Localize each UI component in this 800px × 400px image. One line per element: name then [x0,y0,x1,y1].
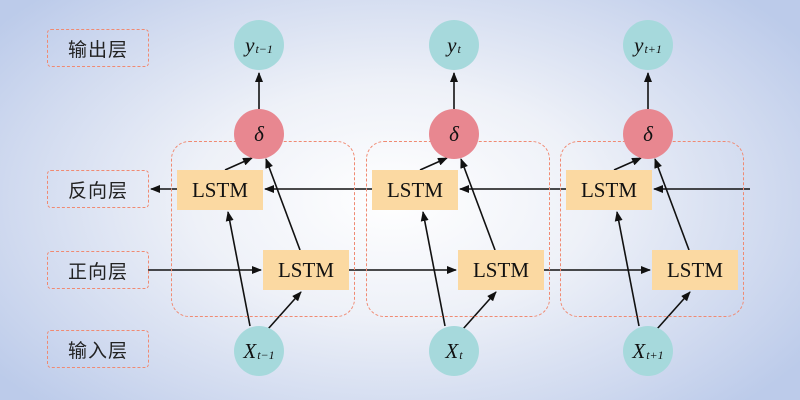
backward-layer-label: 反向层 [47,170,149,208]
forward-lstm-3: LSTM [652,250,738,290]
forward-lstm-2: LSTM [458,250,544,290]
output-layer-label: 输出层 [47,29,149,67]
activation-node-2: δ [429,109,479,159]
backward-lstm-2: LSTM [372,170,458,210]
backward-lstm-1: LSTM [177,170,263,210]
arrow-input-to-forward-3 [656,291,691,330]
arrow-input-to-backward-2 [420,211,446,327]
arrow-backward-to-activation-3 [613,157,642,171]
arrow-forward-to-activation-2 [460,158,496,251]
arrow-backward-to-activation-1 [224,157,253,171]
arrow-forward-to-activation-1 [265,158,301,251]
timestep-group-3 [560,141,744,317]
activation-node-3: δ [623,109,673,159]
forward-lstm-1: LSTM [263,250,349,290]
backward-lstm-3: LSTM [566,170,652,210]
arrow-input-to-backward-1 [225,211,251,327]
timestep-group-2 [366,141,550,317]
arrow-forward-to-activation-3 [654,158,690,251]
arrow-input-to-forward-2 [462,291,497,330]
input-layer-label: 输入层 [47,330,149,368]
forward-layer-label: 正向层 [47,251,149,289]
arrow-backward-to-activation-2 [419,157,448,171]
activation-node-1: δ [234,109,284,159]
arrow-input-to-forward-1 [267,291,302,330]
timestep-group-1 [171,141,355,317]
arrow-input-to-backward-3 [614,211,640,327]
